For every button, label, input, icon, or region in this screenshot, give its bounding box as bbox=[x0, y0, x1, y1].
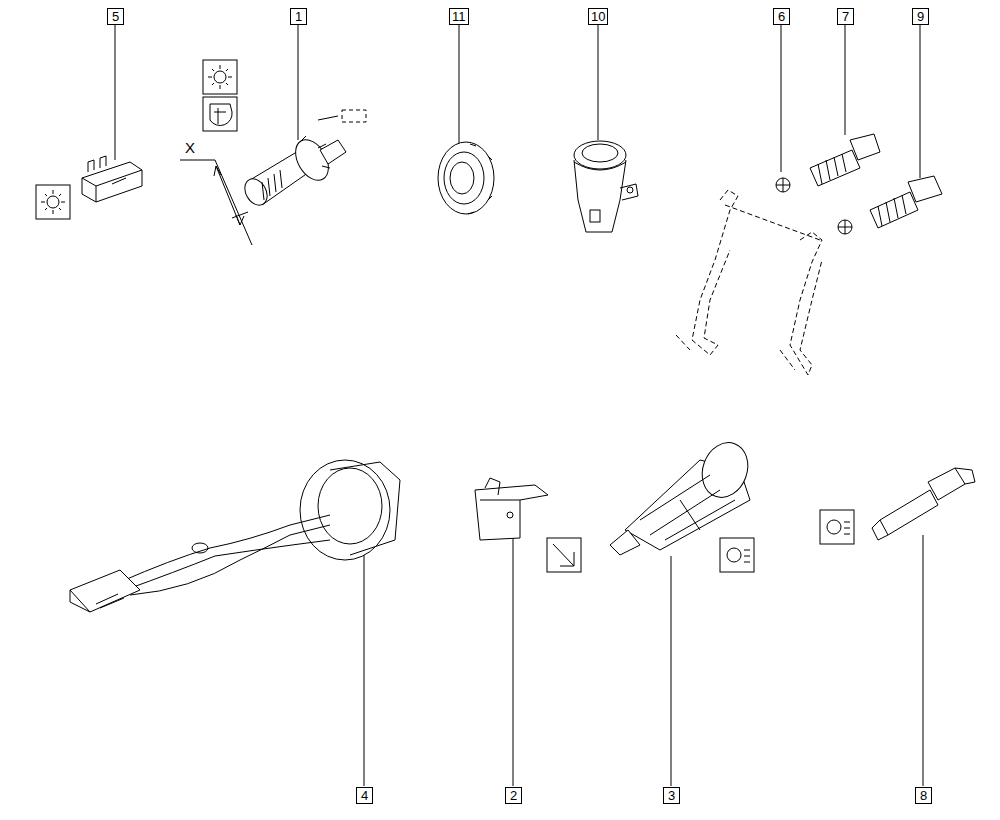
callout-number: 4 bbox=[356, 787, 373, 804]
callout-number: 2 bbox=[505, 787, 522, 804]
callout-number: 10 bbox=[588, 8, 608, 25]
callout-number: 8 bbox=[915, 787, 932, 804]
callout-number: 3 bbox=[663, 787, 680, 804]
callout-number: 9 bbox=[912, 8, 929, 25]
callout-number: 7 bbox=[837, 8, 854, 25]
callout-number: 6 bbox=[773, 8, 790, 25]
callout-number: 5 bbox=[107, 8, 124, 25]
callout-number: 1 bbox=[290, 8, 307, 25]
callout-number: 11 bbox=[449, 8, 469, 25]
dimension-label: X bbox=[184, 140, 196, 156]
